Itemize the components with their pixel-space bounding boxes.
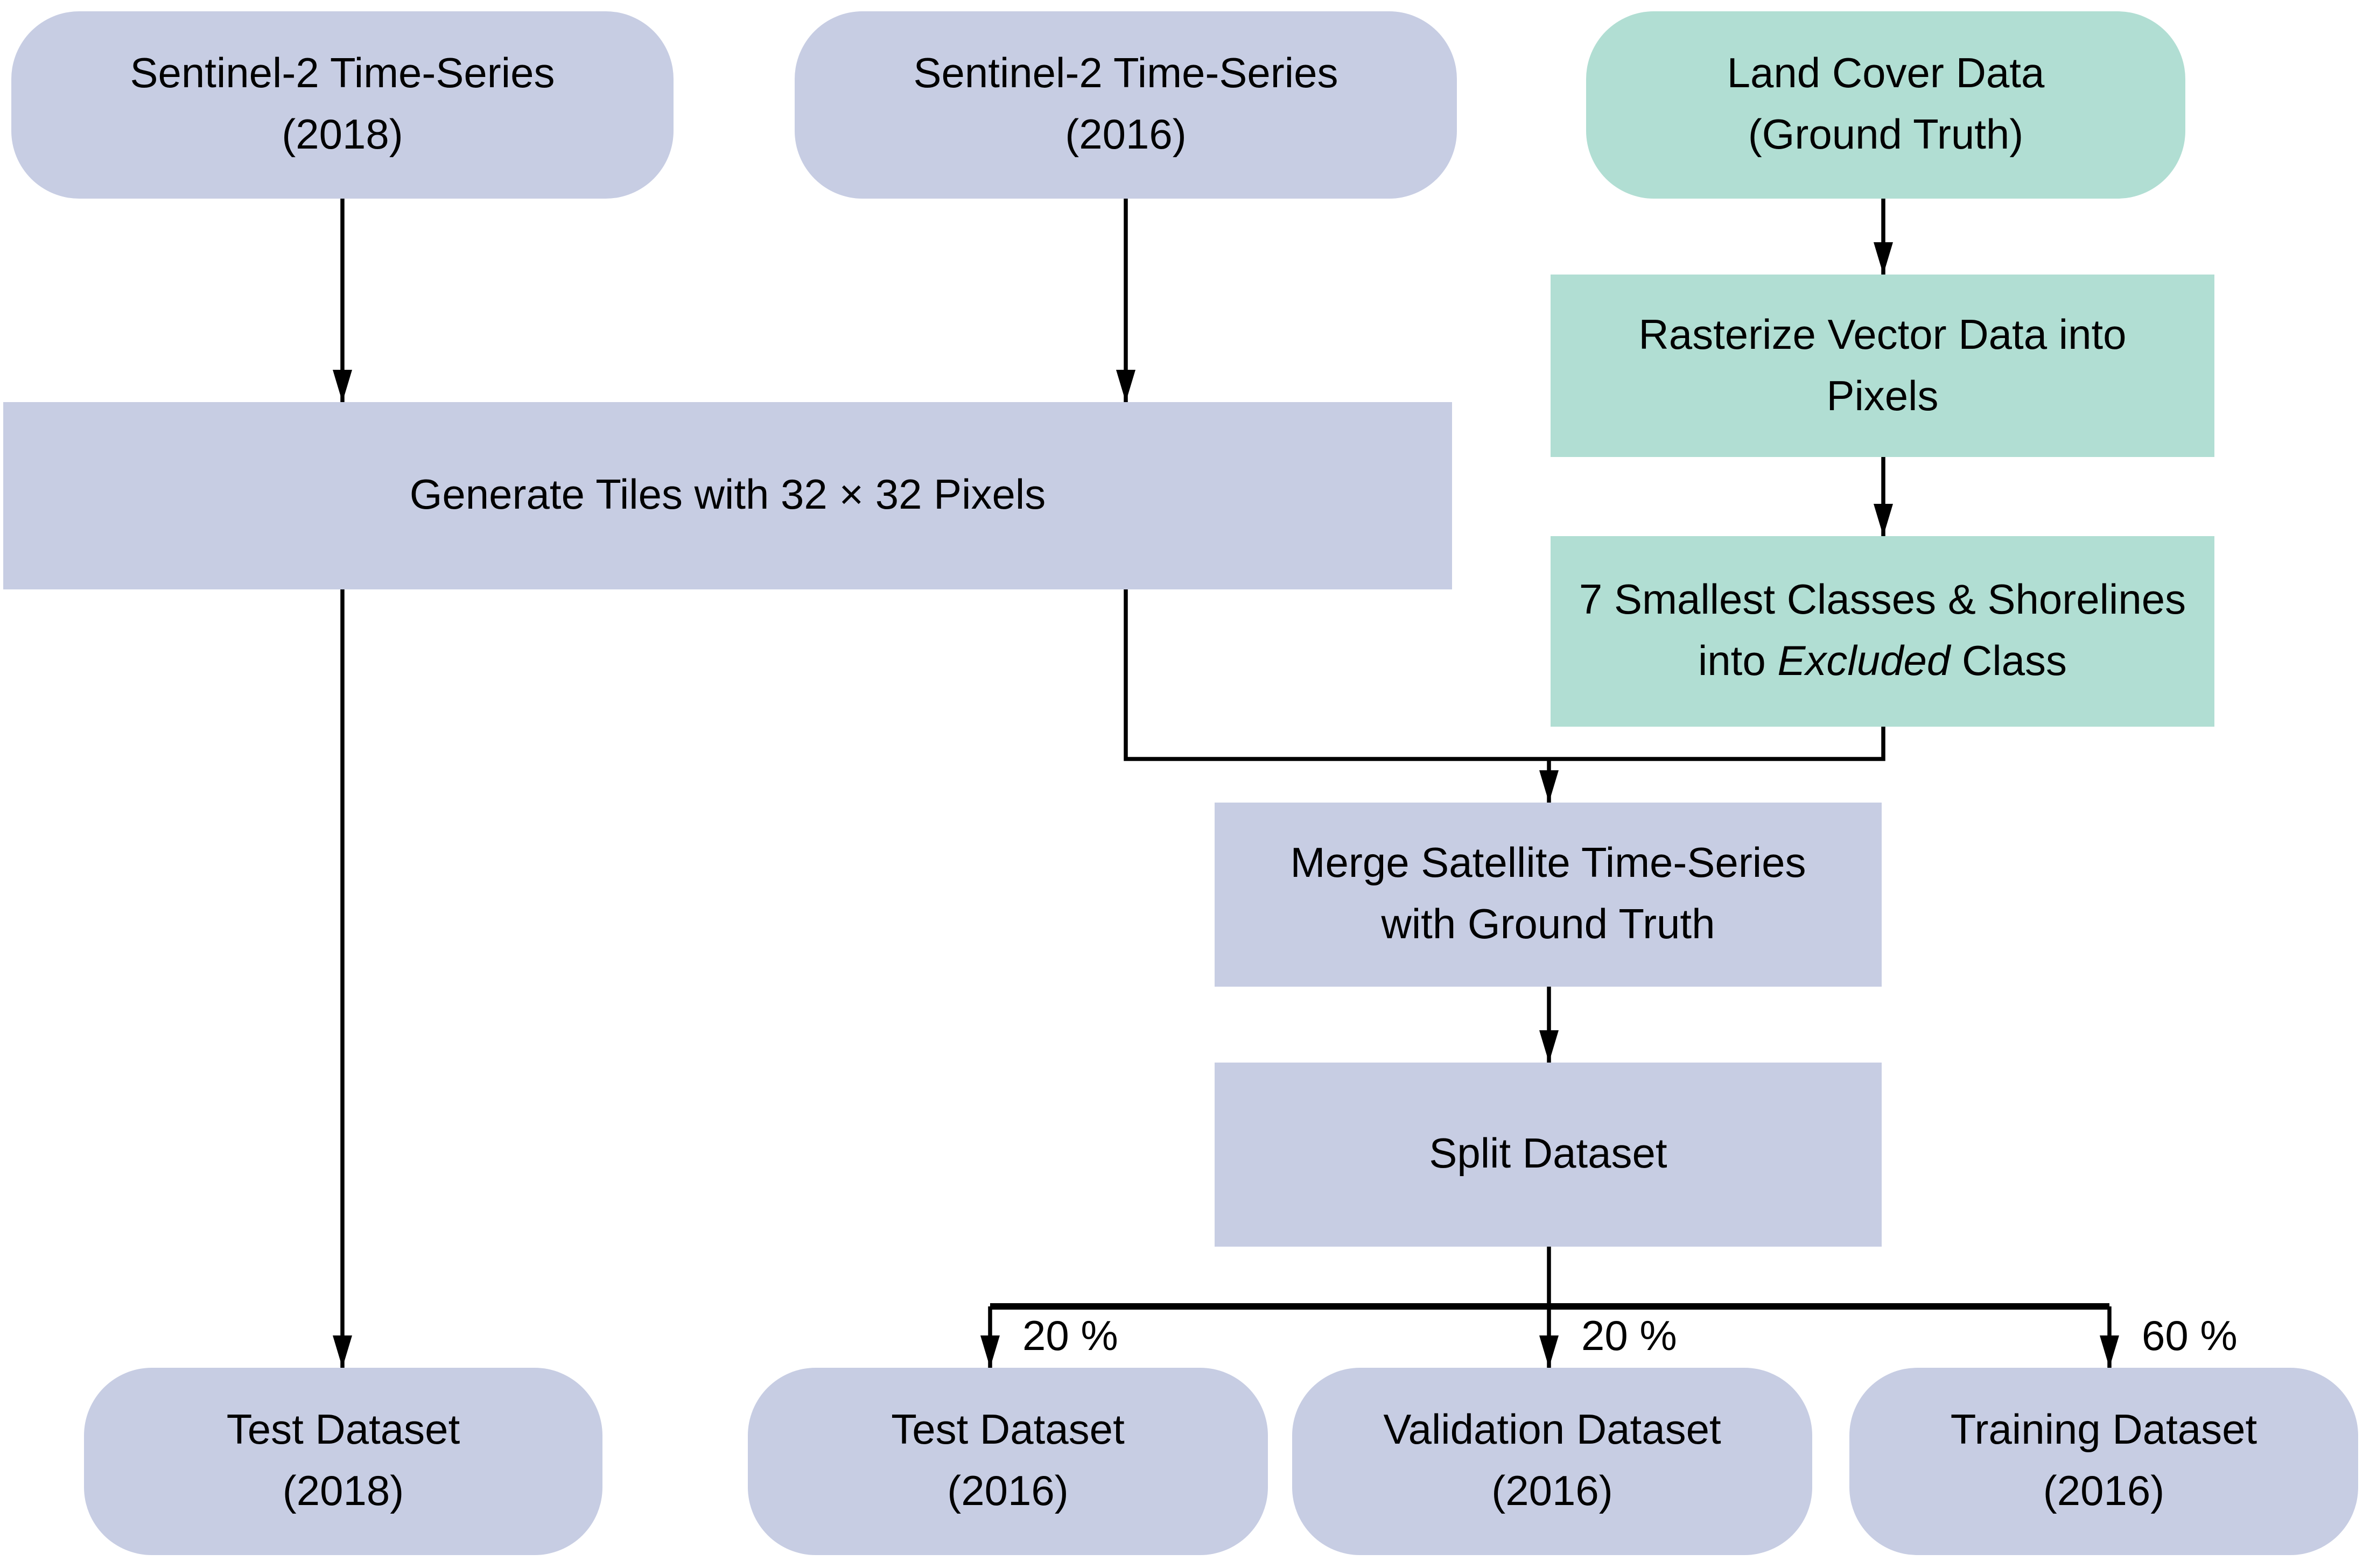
node-label-line: (2016) <box>947 1466 1069 1515</box>
node-label-line: Land Cover Data <box>1727 48 2045 97</box>
node-label-line: (2016) <box>1065 110 1187 158</box>
label-validation-split-pct: 20 % <box>1581 1311 1677 1360</box>
label-test-split-pct: 20 % <box>1022 1311 1118 1360</box>
node-training-dataset-2016: Training Dataset (2016) <box>1849 1368 2358 1555</box>
node-land-cover-data: Land Cover Data (Ground Truth) <box>1586 11 2185 199</box>
node-label-line: (Ground Truth) <box>1748 110 2024 158</box>
node-label-line: (2018) <box>282 1466 404 1515</box>
node-excluded-class: 7 Smallest Classes & Shorelines into Exc… <box>1551 536 2214 727</box>
node-label-line: Rasterize Vector Data into <box>1638 310 2127 358</box>
node-label-line: Pixels <box>1826 370 1939 419</box>
node-label-line: Merge Satellite Time-Series <box>1290 838 1806 887</box>
node-merge: Merge Satellite Time-Series with Ground … <box>1215 803 1882 987</box>
node-test-dataset-2016: Test Dataset (2016) <box>748 1368 1268 1555</box>
node-label-line: Test Dataset <box>226 1405 460 1454</box>
node-label-line: 7 Smallest Classes & Shorelines <box>1579 575 2186 624</box>
node-label-segment: into <box>1698 636 1778 685</box>
node-label-line: (2018) <box>282 110 403 158</box>
node-label-line: (2016) <box>2043 1466 2165 1515</box>
node-label-line: Training Dataset <box>1950 1405 2257 1454</box>
node-label-line: Sentinel-2 Time-Series <box>130 48 555 97</box>
node-label-line: into Excluded Class <box>1698 631 2067 692</box>
node-generate-tiles: Generate Tiles with 32 × 32 Pixels <box>3 402 1452 589</box>
node-label-line: Split Dataset <box>1429 1129 1667 1178</box>
node-label-line: (2016) <box>1491 1466 1613 1515</box>
node-test-dataset-2018: Test Dataset (2018) <box>84 1368 602 1555</box>
node-label-line: Validation Dataset <box>1383 1405 1721 1454</box>
node-label-line: Test Dataset <box>891 1405 1125 1454</box>
node-validation-dataset-2016: Validation Dataset (2016) <box>1292 1368 1812 1555</box>
node-label-segment-italic: Excluded <box>1777 636 1951 685</box>
label-training-split-pct: 60 % <box>2142 1311 2238 1360</box>
node-sentinel2-2018: Sentinel-2 Time-Series (2018) <box>11 11 674 199</box>
node-label-line: with Ground Truth <box>1381 899 1715 948</box>
node-label-segment: Class <box>1950 636 2067 685</box>
node-split-dataset: Split Dataset <box>1215 1063 1882 1247</box>
node-sentinel2-2016: Sentinel-2 Time-Series (2016) <box>795 11 1457 199</box>
node-rasterize-vector-data: Rasterize Vector Data into Pixels <box>1551 275 2214 457</box>
node-label-line: Generate Tiles with 32 × 32 Pixels <box>409 470 1046 519</box>
node-label-line: Sentinel-2 Time-Series <box>913 48 1338 97</box>
